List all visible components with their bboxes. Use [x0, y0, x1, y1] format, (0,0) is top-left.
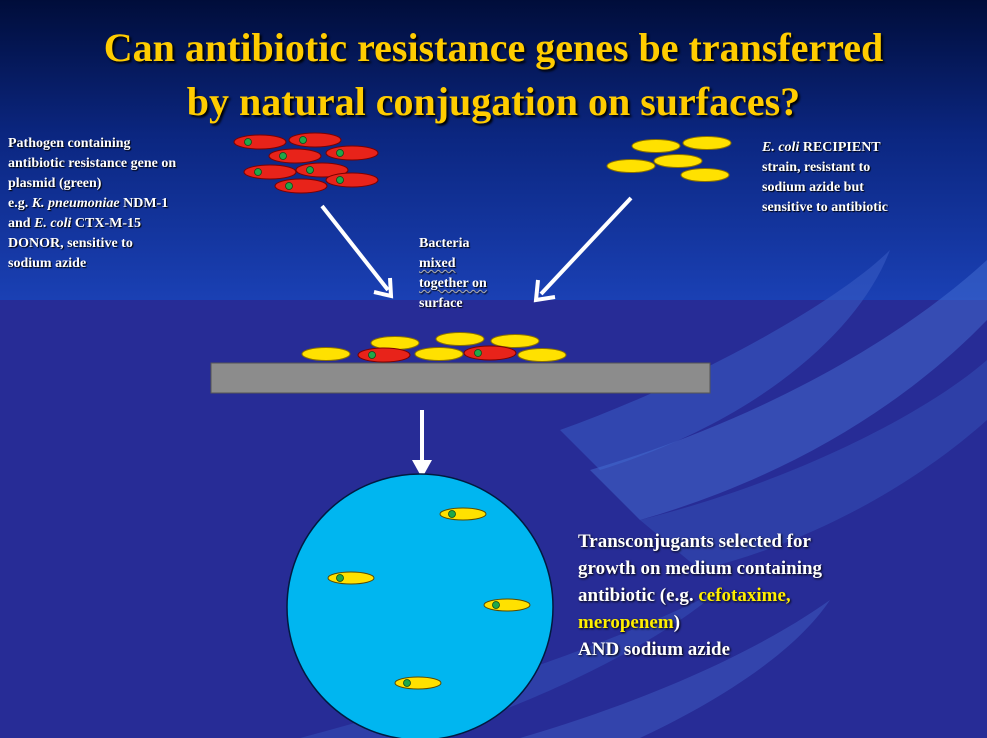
donor-line-3: plasmid (green) [8, 176, 102, 191]
mixed-line-3-text: together on [419, 276, 487, 291]
recipient-line-1: E. coli RECIPIENT [762, 138, 982, 158]
donor-species-k-pneumoniae: K. pneumoniae [31, 196, 120, 211]
recipient-description: E. coli RECIPIENT strain, resistant to s… [762, 138, 982, 218]
transconjugant-cell [394, 676, 442, 690]
selection-l4-paren: ) [673, 612, 681, 633]
plasmid-dot [306, 166, 314, 174]
recipient-bacteria-cluster [606, 136, 732, 182]
plasmid-dot [336, 176, 344, 184]
slide-title-line-1: Can antibiotic resistance genes be trans… [103, 25, 884, 70]
selection-line-3: antibiotic (e.g. cefotaxime, [578, 582, 978, 609]
selection-line-1: Transconjugants selected for [578, 531, 811, 552]
transconjugant-cell [327, 571, 375, 585]
recipient-cell [682, 136, 732, 150]
plasmid-dot [299, 136, 307, 144]
plasmid-dot [254, 168, 262, 176]
recipient-cell [680, 168, 730, 182]
donor-line-4: e.g. K. pneumoniae NDM-1 [8, 194, 248, 214]
recipient-cell [301, 347, 351, 361]
selection-description: Transconjugants selected for growth on m… [578, 528, 978, 663]
donor-cell [325, 172, 379, 188]
mixed-line-2: mixed [419, 256, 456, 271]
agar-plate [286, 473, 554, 738]
plasmid-dot [336, 149, 344, 157]
arrow-recipient-to-surface [533, 196, 633, 303]
recipient-cell [414, 347, 464, 361]
recipient-line-3: sodium azide but [762, 180, 864, 195]
donor-line-1: Pathogen containing [8, 136, 131, 151]
recipient-cell [631, 139, 681, 153]
donor-l5-gene: CTX-M-15 [71, 216, 142, 231]
recipient-cell [517, 348, 567, 362]
recipient-cell [370, 336, 420, 350]
donor-l5-prefix: and [8, 216, 35, 231]
selection-line-4: meropenem) [578, 609, 978, 636]
arrow-donor-to-surface [320, 204, 394, 299]
donor-cell [268, 148, 322, 164]
surface-slab [210, 362, 711, 394]
arrow-surface-to-plate [412, 410, 432, 478]
donor-line-2: antibiotic resistance gene on [8, 156, 177, 171]
transconjugant-cell [439, 507, 487, 521]
donor-cell [243, 164, 297, 180]
mixed-line-1: Bacteria [419, 236, 470, 251]
plasmid-dot [368, 351, 376, 359]
donor-species-e-coli: E. coli [34, 216, 72, 231]
slide-title-line-2: by natural conjugation on surfaces? [186, 79, 801, 124]
antibiotic-meropenem: meropenem [578, 612, 674, 633]
mixed-description: Bacteria mixed together on surface [419, 234, 529, 314]
donor-line-5: and E. coli CTX-M-15 [8, 214, 248, 234]
recipient-cell [435, 332, 485, 346]
donor-cell [463, 345, 517, 361]
donor-cell [288, 132, 342, 148]
transconjugant-cell [483, 598, 531, 612]
recipient-line-2: strain, resistant to [762, 160, 871, 175]
donor-l4-gene: NDM-1 [119, 196, 169, 211]
background-gradient [0, 0, 987, 300]
plasmid-dot [336, 574, 344, 582]
recipient-species-e-coli: E. coli [762, 140, 800, 155]
antibiotic-cefotaxime: cefotaxime, [698, 585, 791, 606]
selection-l3-prefix: antibiotic (e.g. [578, 585, 699, 606]
donor-cell [274, 178, 328, 194]
plasmid-dot [279, 152, 287, 160]
recipient-cell [606, 159, 656, 173]
donor-cell [357, 347, 411, 363]
plasmid-dot [285, 182, 293, 190]
donor-line-7: sodium azide [8, 256, 87, 271]
donor-cell [233, 134, 287, 150]
donor-line-6: DONOR, sensitive to [8, 236, 133, 251]
recipient-cell [490, 334, 540, 348]
selection-line-2: growth on medium containing [578, 558, 823, 579]
mixed-bacteria-on-surface [301, 332, 567, 363]
donor-l4-prefix: e.g. [8, 196, 32, 211]
mixed-line-4: surface [419, 296, 463, 311]
plasmid-dot [244, 138, 252, 146]
donor-bacteria-cluster [233, 132, 379, 194]
recipient-label: RECIPIENT [799, 140, 881, 155]
recipient-cell [653, 154, 703, 168]
recipient-line-4: sensitive to antibiotic [762, 200, 888, 215]
plasmid-dot [403, 679, 411, 687]
plasmid-dot [448, 510, 456, 518]
plasmid-dot [474, 349, 482, 357]
donor-cell [325, 145, 379, 161]
plasmid-dot [492, 601, 500, 609]
selection-line-5: AND sodium azide [578, 639, 731, 660]
mixed-line-3: together on [419, 274, 529, 294]
donor-description: Pathogen containing antibiotic resistanc… [8, 134, 248, 274]
transconjugant-colonies [327, 507, 531, 690]
